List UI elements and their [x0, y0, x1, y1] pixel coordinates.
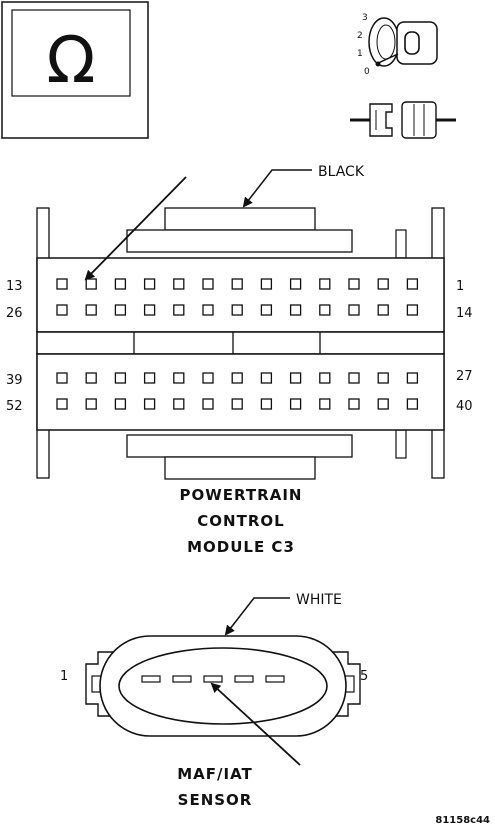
pcm-cavity: [231, 278, 243, 290]
pcm-cavity: [231, 398, 243, 410]
figure-code: 81158c44: [435, 815, 490, 826]
pin-label-26: 26: [6, 306, 23, 321]
maf-iat-connector: [85, 635, 361, 737]
pcm-cavity: [231, 304, 243, 316]
pcm-cavity-grid: [56, 278, 419, 410]
pin-label-52: 52: [6, 399, 23, 414]
pcm-cavity: [85, 398, 97, 410]
pcm-cavity: [348, 372, 360, 384]
pcm-cavity: [377, 304, 389, 316]
pcm-cavity: [319, 304, 331, 316]
pcm-cavity: [85, 278, 97, 290]
maf-pin-pointer-arrow: [210, 682, 301, 766]
pin-label-14: 14: [456, 306, 473, 321]
pcm-cavity: [406, 304, 419, 316]
pcm-cavity: [202, 278, 214, 290]
pcm-cavity: [231, 372, 243, 384]
pin-label-40: 40: [456, 399, 473, 414]
pcm-cavity: [319, 278, 331, 290]
pcm-cavity: [56, 398, 68, 410]
pcm-cavity: [85, 304, 97, 316]
pcm-cavity: [114, 304, 127, 316]
ignition-position-2: 2: [357, 31, 363, 41]
ignition-position-3: 3: [362, 13, 368, 23]
pcm-cavity: [85, 372, 97, 384]
pcm-title-line-2: CONTROL: [197, 512, 284, 530]
pcm-cavity: [377, 278, 389, 290]
pcm-cavity: [260, 398, 273, 410]
pcm-cavity: [114, 372, 127, 384]
maf-pin-label-5: 5: [360, 669, 368, 684]
pcm-cavity: [319, 398, 331, 410]
pcm-cavity: [289, 278, 302, 290]
pcm-cavity: [289, 372, 302, 384]
pcm-cavity: [143, 372, 156, 384]
pcm-cavity: [173, 304, 185, 316]
pin-label-27: 27: [456, 369, 473, 384]
pcm-cavity: [289, 398, 302, 410]
pcm-title-line-1: POWERTRAIN: [180, 486, 303, 504]
pcm-cavity: [406, 398, 419, 410]
pcm-cavity: [406, 278, 419, 290]
connector-disconnect-icon: [350, 101, 456, 139]
pcm-cavity: [114, 398, 127, 410]
pcm-color-label: BLACK: [318, 164, 365, 180]
ohm-symbol: Ω: [47, 24, 96, 98]
pcm-cavity: [143, 304, 156, 316]
pin-label-39: 39: [6, 373, 23, 388]
pcm-cavity: [348, 304, 360, 316]
pcm-cavity: [143, 278, 156, 290]
pcm-cavity: [56, 304, 68, 316]
maf-pin-label-1: 1: [60, 669, 68, 684]
ohmmeter-icon: Ω: [1, 1, 149, 139]
maf-title-line-2: SENSOR: [178, 791, 253, 809]
pcm-cavity: [319, 372, 331, 384]
pcm-cavity: [202, 372, 214, 384]
color-leader-line: [242, 169, 312, 208]
pcm-cavity: [173, 278, 185, 290]
ignition-position-0: 0: [364, 67, 370, 77]
pcm-cavity: [56, 278, 68, 290]
pcm-title-line-3: MODULE C3: [187, 538, 295, 556]
ignition-key-icon: 3 2 1 0: [357, 13, 438, 77]
pcm-cavity: [56, 372, 68, 384]
pcm-cavity: [348, 398, 360, 410]
ignition-position-1: 1: [357, 49, 363, 59]
pcm-cavity: [114, 278, 127, 290]
pcm-cavity: [406, 372, 419, 384]
pcm-cavity: [202, 304, 214, 316]
pcm-cavity: [173, 372, 185, 384]
maf-color-label: WHITE: [296, 592, 342, 608]
pcm-cavity: [202, 398, 214, 410]
pcm-cavity: [377, 398, 389, 410]
pcm-cavity: [143, 398, 156, 410]
pin-pointer-arrow: [84, 176, 187, 281]
pcm-cavity: [173, 398, 185, 410]
pcm-c3-connector: [36, 207, 445, 480]
pcm-cavity: [289, 304, 302, 316]
pcm-cavity: [260, 372, 273, 384]
maf-title-line-1: MAF/IAT: [177, 765, 253, 783]
pcm-cavity: [260, 304, 273, 316]
pcm-cavity: [348, 278, 360, 290]
pcm-cavity: [260, 278, 273, 290]
maf-color-leader-line: [224, 597, 290, 636]
pin-label-13: 13: [6, 279, 23, 294]
pcm-cavity: [377, 372, 389, 384]
pin-label-1: 1: [456, 279, 464, 294]
